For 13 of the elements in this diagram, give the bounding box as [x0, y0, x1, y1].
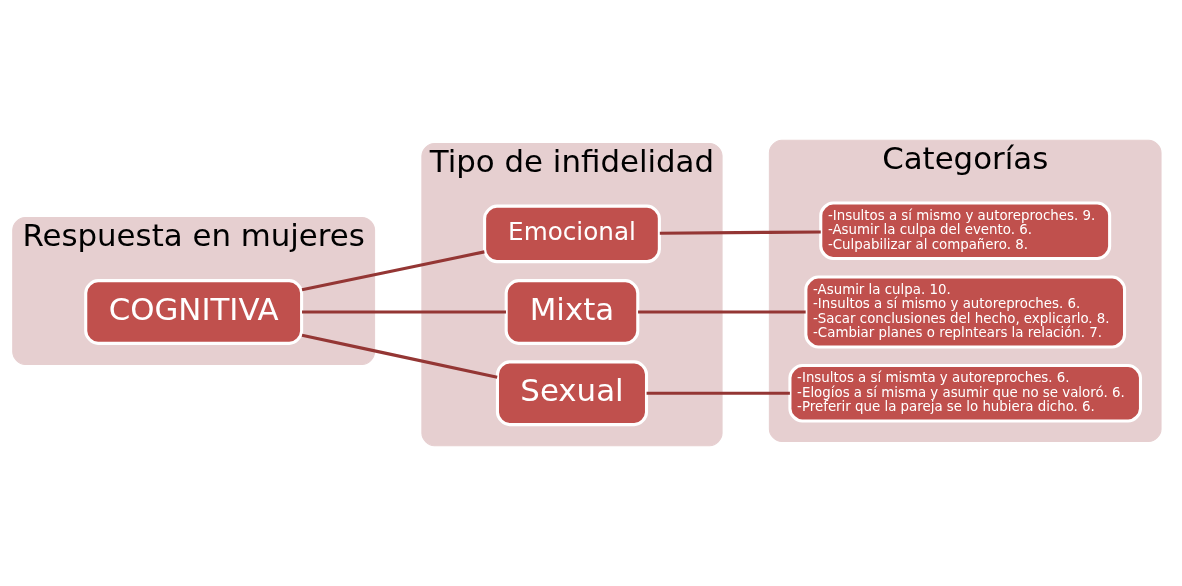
node-box: Sexual — [495, 360, 649, 427]
node-box: -Asumir la culpa. 10. -Insultos a sí mismo y autoreproches. 6. -Sacar conclusiones del hecho, explicarlo. 8. -Cambiar planes o replntears la relación. 7. — [804, 275, 1127, 349]
connector — [638, 310, 806, 314]
connector — [659, 230, 821, 235]
node-box: COGNITIVA — [84, 279, 304, 345]
connector — [302, 310, 506, 314]
connector — [301, 250, 485, 292]
node-box: Emocional — [483, 204, 661, 264]
node-box: -Insultos a sí mismo y autoreproches. 9. -Asumir la culpa del evento. 6. -Culpabilizar al compañero. 8. — [819, 201, 1112, 261]
connector — [646, 391, 790, 395]
node-box: Mixta — [504, 279, 640, 345]
connector — [301, 333, 498, 379]
node-box: -Insultos a sí mismta y autoreproches. 6. -Elogíos a sí misma y asumir que no se valoró. 6. -Preferir que la pareja se lo hubiera dicho. 6. — [788, 363, 1143, 423]
